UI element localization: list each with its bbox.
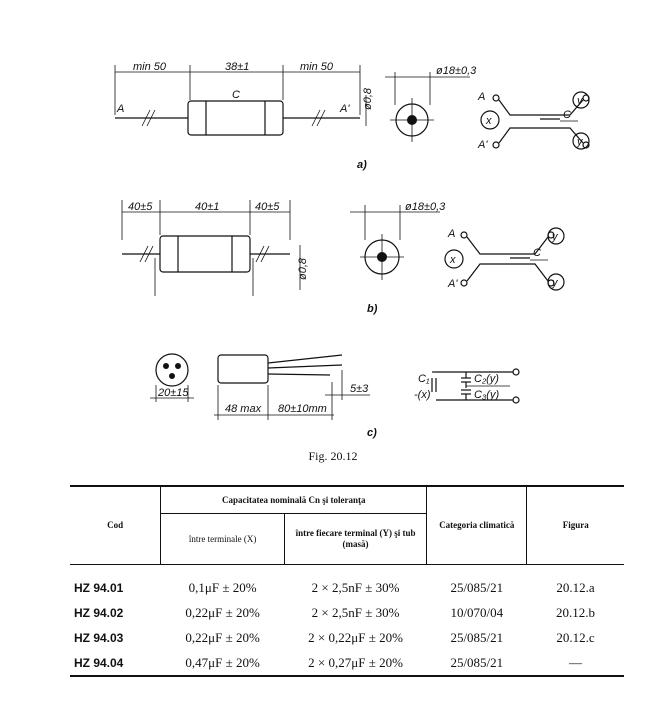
cell-cat: 25/085/21 — [450, 579, 504, 595]
col-x: între terminale (X) — [160, 513, 285, 565]
fig-c-sch-c1: C₁ — [418, 373, 430, 385]
fig-a-dim-left: min 50 — [133, 61, 167, 73]
fig-c-sch-x: -(x) — [414, 389, 431, 401]
fig-a-sch-y2: y — [576, 136, 584, 148]
table-row: HZ 94.03 0,22μF ± 20% 2 × 0,22μF ± 20% 2… — [70, 625, 624, 650]
fig-a-sch-a: A — [477, 91, 485, 103]
fig-b-dim-dia: ø0,8 — [297, 257, 309, 280]
cell-cat: 25/085/21 — [450, 629, 504, 645]
table-row: HZ 94.04 0,47μF ± 20% 2 × 0,27μF ± 20% 2… — [70, 650, 624, 677]
cell-fig: 20.12.b — [555, 604, 595, 620]
fig-b-sch-a: A — [447, 228, 455, 240]
figure-c-end-view: 20±15 — [150, 353, 194, 402]
fig-b-dim-left: 40±5 — [128, 201, 153, 213]
fig-b-sch-y2: y — [551, 277, 559, 289]
fig-c-caption: c) — [367, 427, 377, 439]
fig-a-sch-x: x — [485, 115, 492, 127]
figure-c-schematic: C₁ -(x) C₂(y) C₃(y) — [414, 368, 520, 404]
cell-fig: 20.12.a — [556, 579, 595, 595]
figure-c-side-view: 48 max 80±10mm 5±3 — [214, 354, 370, 420]
cell-cat: 10/070/04 — [450, 604, 504, 620]
capacitor-table: Cod Capacitatea nominală Cn şi toleranţa… — [70, 485, 624, 677]
cell-y: 2 × 0,27μF ± 20% — [284, 650, 427, 677]
fig-a-sch-a-prime: A' — [477, 139, 488, 151]
fig-c-dim-leads: 80±10mm — [278, 403, 327, 415]
fig-c-dim-body: 48 max — [225, 403, 262, 415]
figure-a-side-view: min 50 38±1 min 50 C A A' ø0,8 — [114, 61, 374, 136]
cell-cat: 25/085/21 — [426, 650, 527, 677]
figure-a-schematic: A A' x C y y — [477, 91, 590, 151]
fig-b-dim-right: 40±5 — [255, 201, 280, 213]
figure-a-end-view: ø18±0,3 — [385, 65, 477, 142]
fig-a-sch-y1: y — [576, 95, 584, 107]
figure-b-schematic: A A' x C y y — [444, 227, 565, 291]
fig-b-dim-mid: 40±1 — [195, 201, 219, 213]
fig-c-sch-c3: C₃(y) — [474, 389, 499, 401]
table-row: HZ 94.01 0,1μF ± 20% 2 × 2,5nF ± 30% 25/… — [70, 575, 624, 600]
fig-a-label-a: A — [116, 103, 124, 115]
fig-b-dim-body: ø18±0,3 — [405, 201, 446, 213]
cell-x: 0,1μF ± 20% — [188, 579, 257, 595]
cell-x: 0,47μF ± 20% — [160, 650, 285, 677]
fig-a-caption: a) — [357, 159, 367, 171]
cell-fig: — — [526, 650, 624, 677]
technical-drawings: min 50 38±1 min 50 C A A' ø0,8 ø18±0,3 A… — [114, 61, 590, 439]
cell-y: 2 × 0,22μF ± 20% — [308, 629, 403, 645]
cell-fig: 20.12.c — [556, 629, 595, 645]
fig-b-sch-y1: y — [551, 231, 559, 243]
fig-c-dim-end: 20±15 — [157, 387, 189, 399]
cell-cod: HZ 94.01 — [74, 580, 124, 595]
cell-y: 2 × 2,5nF ± 30% — [311, 604, 400, 620]
fig-b-sch-x: x — [449, 254, 456, 266]
fig-a-dim-right: min 50 — [300, 61, 334, 73]
cell-x: 0,22μF ± 20% — [185, 629, 260, 645]
fig-a-label-body: C — [232, 89, 240, 101]
fig-a-label-a-prime: A' — [339, 103, 350, 115]
fig-b-sch-c: C — [533, 247, 541, 259]
col-y: între fiecare terminal (Y) şi tub (masă) — [283, 513, 427, 565]
group-header: Capacitatea nominală Cn şi toleranţa — [160, 485, 427, 514]
fig-a-sch-c: C — [563, 109, 571, 121]
cell-x: 0,22μF ± 20% — [185, 604, 260, 620]
col-cat: Categoria climatică — [426, 485, 527, 565]
table-row: HZ 94.02 0,22μF ± 20% 2 × 2,5nF ± 30% 10… — [70, 600, 624, 625]
cell-y: 2 × 2,5nF ± 30% — [311, 579, 400, 595]
fig-a-dim-body: ø18±0,3 — [436, 65, 477, 77]
fig-b-caption: b) — [367, 303, 378, 315]
figure-b-end-view: ø18±0,3 — [350, 201, 446, 280]
cell-cod: HZ 94.03 — [74, 630, 124, 645]
cell-cod: HZ 94.02 — [74, 605, 124, 620]
col-fig: Figura — [526, 485, 624, 565]
fig-a-dim-mid: 38±1 — [225, 61, 249, 73]
cell-cod: HZ 94.04 — [70, 650, 161, 677]
col-cod: Cod — [70, 485, 161, 565]
figure-b-side-view: 40±5 40±1 40±5 ø0,8 — [121, 200, 309, 296]
fig-c-sch-c2: C₂(y) — [474, 373, 499, 385]
figure-caption: Fig. 20.12 — [308, 449, 358, 463]
fig-b-sch-a-prime: A' — [447, 278, 458, 290]
fig-c-dim-offset: 5±3 — [350, 383, 369, 395]
fig-a-dim-dia: ø0,8 — [362, 87, 374, 110]
